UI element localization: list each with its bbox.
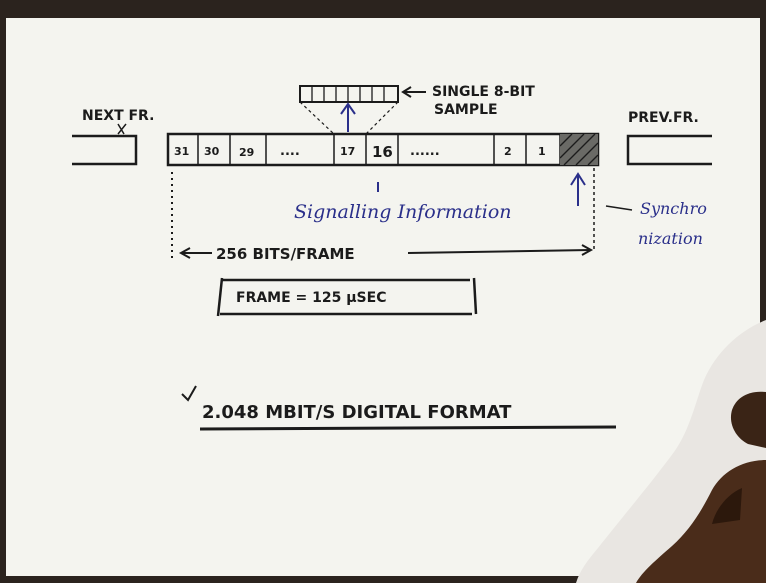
- slot-29: 29: [239, 146, 254, 159]
- next-frame-label: NEXT FR.: [82, 108, 154, 124]
- slot-30: 30: [204, 145, 220, 158]
- slot-1: 1: [538, 145, 546, 158]
- prev-frame-label: PREV.FR.: [628, 110, 699, 126]
- slot-17: 17: [340, 145, 355, 158]
- slot-dots-right: ......: [410, 144, 440, 159]
- sample-label-line1: SINGLE 8-BIT: [432, 84, 535, 100]
- title: 2.048 MBIT/S DIGITAL FORMAT: [202, 402, 512, 423]
- sync-label-line2: nization: [638, 229, 703, 248]
- bits-per-frame-label: 256 BITS/FRAME: [216, 245, 355, 263]
- slot-31: 31: [174, 145, 189, 158]
- slot-16: 16: [372, 143, 393, 161]
- signalling-label: Signalling Information: [294, 201, 512, 223]
- slot-dots-left: ....: [280, 144, 300, 159]
- frame-duration-label: FRAME = 125 µSEC: [236, 290, 386, 306]
- sync-label-line1: Synchro: [640, 199, 707, 218]
- slot-2: 2: [504, 145, 512, 158]
- sync-slot-hatch: [560, 134, 598, 165]
- title-underline: [200, 427, 616, 429]
- sample-label-line2: SAMPLE: [434, 102, 498, 118]
